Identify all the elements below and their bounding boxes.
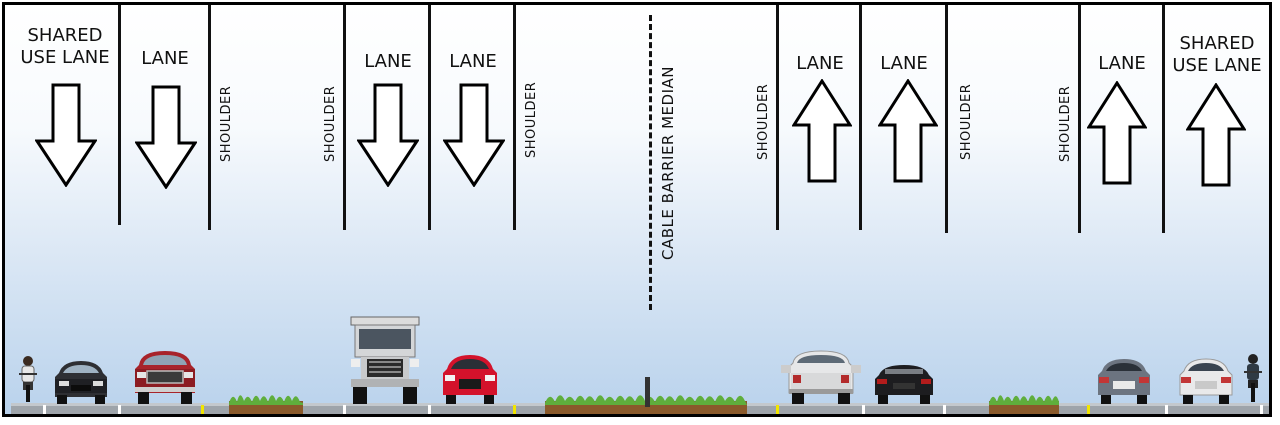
lane-label: LANE	[796, 53, 844, 74]
down-arrow-icon	[35, 83, 97, 187]
pickup-truck-icon	[781, 350, 861, 404]
lane-divider	[513, 5, 516, 230]
shoulder-label: SHOULDER	[756, 83, 771, 160]
yellow-edge-stripe	[201, 405, 204, 414]
car-icon	[55, 361, 107, 404]
lane-label: LANE	[364, 51, 412, 72]
lane-label: LANE	[880, 53, 928, 74]
shoulder-label: SHOULDER	[323, 85, 338, 162]
grass-buffer	[989, 395, 1059, 414]
white-edge-stripe	[1260, 405, 1263, 414]
white-lane-stripe	[428, 405, 431, 414]
lane-divider	[428, 5, 431, 230]
car-icon	[443, 355, 497, 404]
bicycle-rider-icon	[1244, 354, 1262, 402]
pickup-truck-icon	[135, 351, 195, 404]
down-arrow-icon	[135, 85, 197, 189]
lane-divider	[945, 5, 948, 233]
lane-divider	[343, 5, 346, 230]
lane-divider	[208, 5, 211, 230]
white-lane-stripe	[1165, 405, 1168, 414]
semi-truck-icon	[350, 316, 420, 404]
up-arrow-icon	[1186, 83, 1246, 187]
shoulder-label: SHOULDER	[959, 83, 974, 160]
yellow-edge-stripe	[1087, 405, 1090, 414]
convertible-car-icon	[875, 365, 933, 404]
white-edge-stripe	[43, 405, 46, 414]
up-arrow-icon	[1087, 81, 1147, 185]
cable-barrier-post	[645, 377, 650, 407]
bicycle-rider-icon	[19, 356, 37, 402]
lane-label: LANE	[141, 48, 189, 69]
lane-divider	[1162, 5, 1165, 233]
up-arrow-icon	[792, 79, 852, 183]
cable-barrier-median-label: CABLE BARRIER MEDIAN	[659, 66, 677, 260]
white-lane-stripe	[862, 405, 865, 414]
car-icon	[1098, 359, 1150, 404]
white-lane-stripe	[118, 405, 121, 414]
white-edge-stripe	[343, 405, 346, 414]
lane-label: LANE	[1098, 53, 1146, 74]
up-arrow-icon	[878, 79, 938, 183]
yellow-edge-stripe	[513, 405, 516, 414]
lane-divider	[776, 5, 779, 230]
lane-divider	[859, 5, 862, 230]
yellow-edge-stripe	[776, 405, 779, 414]
median-dashed-line	[649, 15, 652, 310]
shoulder-label: SHOULDER	[1058, 85, 1073, 162]
shared-use-lane-label-right: SHARED USE LANE	[1172, 33, 1262, 76]
white-edge-stripe	[943, 405, 946, 414]
car-icon	[1179, 358, 1233, 404]
lane-label: LANE	[449, 51, 497, 72]
shoulder-label: SHOULDER	[219, 85, 234, 162]
down-arrow-icon	[357, 83, 419, 187]
diagram-frame: SHARED USE LANE LANE LANE LANE LANE LANE…	[2, 2, 1272, 417]
lane-divider	[118, 5, 121, 225]
grass-buffer	[229, 395, 303, 414]
down-arrow-icon	[443, 83, 505, 187]
shoulder-label: SHOULDER	[524, 81, 539, 158]
shared-use-lane-label-left: SHARED USE LANE	[20, 25, 110, 68]
lane-divider	[1078, 5, 1081, 233]
